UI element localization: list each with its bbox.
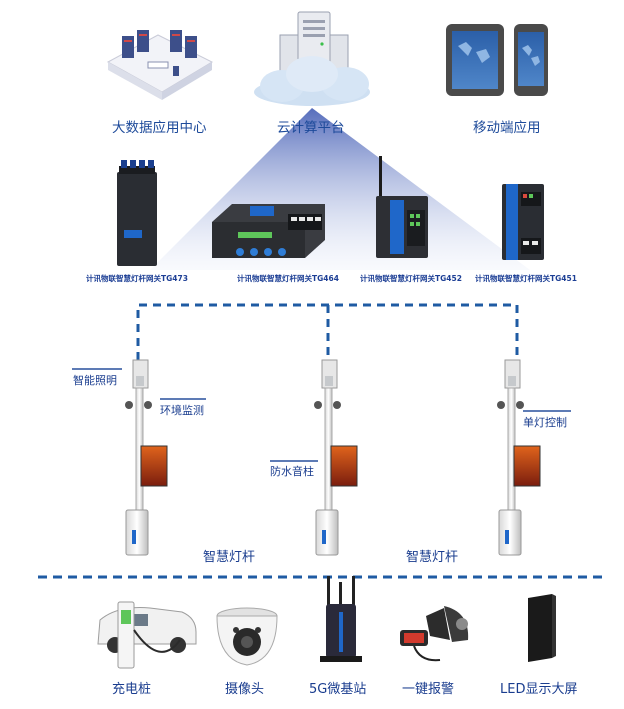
led-screen-label: LED显示大屏 — [500, 682, 578, 697]
gateway-tg452-device — [376, 156, 428, 258]
gateway-tg451-label: 计讯物联智慧灯杆网关TG451 — [475, 274, 577, 283]
gateway-tg464-label: 计讯物联智慧灯杆网关TG464 — [237, 274, 339, 283]
gateway-tg473-device — [117, 160, 157, 266]
smart-pole-right — [497, 359, 541, 556]
smart-pole-middle — [314, 359, 358, 556]
alarm-icon — [400, 606, 469, 662]
label-underline — [270, 460, 318, 462]
data-center-icon — [106, 30, 214, 100]
gateway-tg451-device — [502, 184, 544, 260]
waterproof-speaker-label: 防水音柱 — [270, 465, 314, 478]
5g-base-station-label: 5G微基站 — [309, 682, 367, 697]
gateway-tg473-label: 计讯物联智慧灯杆网关TG473 — [86, 274, 188, 283]
single-light-control-label: 单灯控制 — [523, 416, 567, 429]
charging-pile-label: 充电桩 — [112, 682, 152, 697]
mobile-app-label: 移动端应用 — [473, 120, 541, 136]
smart-pole-label-1: 智慧灯杆 — [203, 550, 256, 565]
gateway-tg452-label: 计讯物联智慧灯杆网关TG452 — [360, 274, 462, 283]
one-key-alarm-label: 一键报警 — [402, 682, 455, 697]
label-underline — [523, 410, 571, 412]
gateway-tg464-device — [212, 204, 325, 258]
5g-base-station-icon — [320, 576, 362, 662]
label-underline — [160, 398, 206, 400]
cloud-server-icon — [254, 11, 370, 106]
led-screen-icon — [528, 594, 556, 662]
env-monitor-label: 环境监测 — [160, 404, 204, 417]
label-underline — [72, 368, 122, 370]
smart-pole-label-2: 智慧灯杆 — [406, 550, 459, 565]
cloud-platform-label: 云计算平台 — [277, 120, 345, 136]
camera-label: 摄像头 — [225, 682, 265, 697]
smart-lighting-label: 智能照明 — [73, 374, 117, 387]
charging-pile-icon — [97, 601, 197, 669]
smart-pole-left — [125, 359, 168, 556]
big-data-center-label: 大数据应用中心 — [112, 120, 207, 136]
mobile-devices-icon — [446, 24, 548, 96]
camera-icon — [216, 607, 278, 666]
network-dashed-lines — [136, 303, 519, 360]
